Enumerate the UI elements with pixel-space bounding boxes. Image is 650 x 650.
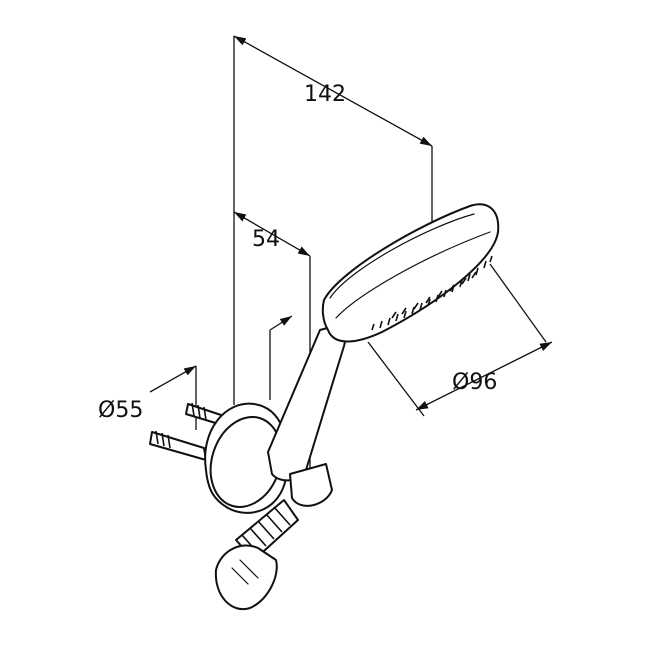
shower-handle: [267, 321, 351, 507]
extension-line-d96-left: [367, 341, 425, 417]
dimension-line-54: [233, 211, 311, 257]
label-d96: Ø96: [452, 370, 497, 395]
handle-clip: [289, 463, 333, 507]
label-d55: Ø55: [98, 398, 143, 423]
shower-head: [321, 203, 500, 343]
leader-d55-upper: [269, 315, 293, 331]
shower-hose: [214, 499, 299, 611]
wall-holder: [204, 402, 289, 514]
dimension-d96: Ø96: [367, 263, 553, 417]
spray-nozzles-icon: [371, 255, 493, 331]
wall-pin-lower: [149, 430, 207, 461]
leader-d55-lower: [149, 365, 197, 393]
hose-nut: [214, 544, 278, 611]
dimension-line-142: [233, 35, 433, 147]
label-142: 142: [304, 82, 346, 107]
dimension-d55: Ø55: [98, 315, 293, 430]
dimension-142: 142: [233, 35, 433, 405]
dimension-line-d96: [415, 341, 553, 411]
extension-line-d96-right: [489, 263, 547, 343]
label-54: 54: [252, 227, 280, 252]
